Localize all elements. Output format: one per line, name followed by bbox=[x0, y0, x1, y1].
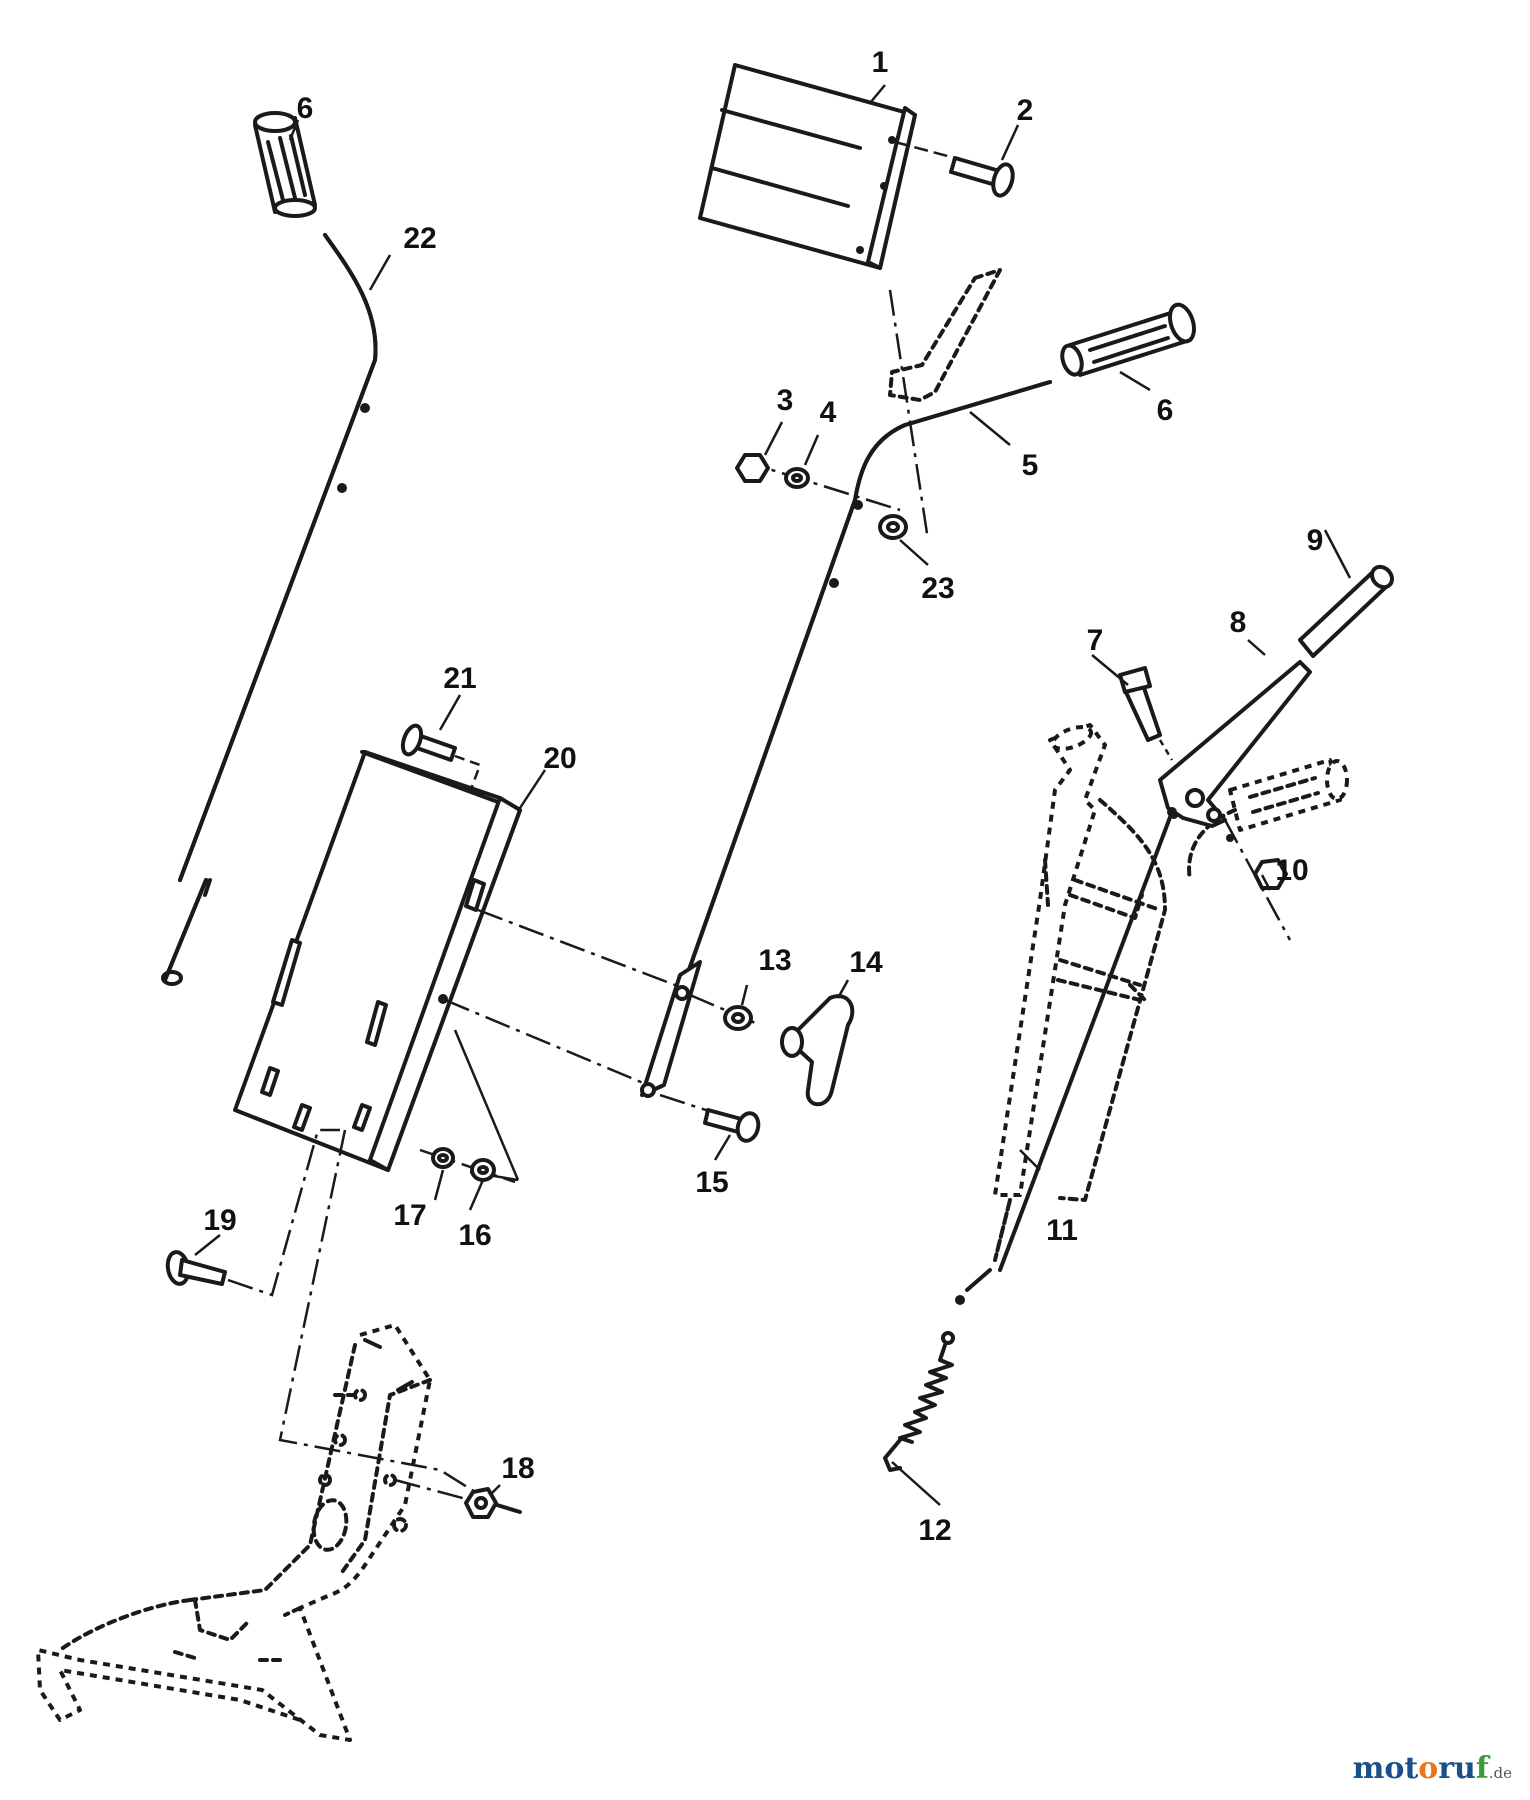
fasteners-3-4-23 bbox=[735, 289, 930, 541]
part-22-left-handle-tube bbox=[161, 233, 378, 986]
label-part-7: 7 bbox=[1087, 624, 1104, 657]
label-part-23: 23 bbox=[921, 572, 954, 605]
label-part-8: 8 bbox=[1230, 606, 1247, 639]
part-6-right-handle-grip bbox=[1060, 302, 1196, 377]
label-part-3: 3 bbox=[777, 384, 794, 417]
label-part-2: 2 bbox=[1017, 94, 1034, 127]
watermark-f: f bbox=[1475, 1751, 1489, 1786]
label-part-19: 19 bbox=[203, 1204, 236, 1237]
label-part-18: 18 bbox=[501, 1452, 534, 1485]
ghost-lever-outline bbox=[888, 268, 1002, 402]
part-13-washer bbox=[723, 1005, 753, 1031]
label-part-14: 14 bbox=[849, 946, 883, 979]
part-19-carriage-bolt bbox=[165, 1128, 340, 1297]
label-part-10: 10 bbox=[1275, 854, 1308, 887]
label-part-21: 21 bbox=[443, 662, 476, 695]
label-part-16: 16 bbox=[458, 1219, 491, 1252]
label-part-17: 17 bbox=[393, 1199, 426, 1232]
label-part-20: 20 bbox=[543, 742, 576, 775]
label-part-5: 5 bbox=[1022, 449, 1039, 482]
control-lever-assembly bbox=[883, 564, 1394, 1472]
label-part-4: 4 bbox=[820, 396, 837, 429]
label-part-1: 1 bbox=[872, 46, 889, 79]
callout-labels: 1 2 3 4 5 6 6 7 8 9 10 11 12 13 14 15 16… bbox=[203, 46, 1323, 1547]
label-part-22: 22 bbox=[403, 222, 436, 255]
label-part-13: 13 bbox=[758, 944, 791, 977]
part-14-wing-knob bbox=[780, 994, 855, 1107]
site-watermark: motoruf.de bbox=[1353, 1751, 1512, 1786]
label-part-11: 11 bbox=[1046, 1214, 1078, 1247]
part-6-left-handle-grip bbox=[253, 111, 317, 218]
part-18-base-frame-and-nut bbox=[36, 1129, 522, 1742]
label-part-9: 9 bbox=[1307, 524, 1324, 557]
part-21-bolt bbox=[400, 723, 482, 793]
watermark-o: o bbox=[1418, 1751, 1439, 1786]
part-1-cover-plate bbox=[698, 63, 917, 270]
label-part-12: 12 bbox=[918, 1514, 951, 1547]
label-part-15: 15 bbox=[695, 1166, 728, 1199]
parts-16-17-washer-nut bbox=[419, 1147, 516, 1184]
label-part-6-right: 6 bbox=[1157, 394, 1174, 427]
watermark-suffix: .de bbox=[1488, 1764, 1512, 1782]
label-part-6-left: 6 bbox=[297, 92, 314, 125]
callout-leaders bbox=[194, 84, 1352, 1506]
part-2-carriage-bolt bbox=[894, 140, 1015, 198]
watermark-prefix: mot bbox=[1352, 1751, 1419, 1786]
part-5-right-handle-tube bbox=[640, 380, 1052, 1098]
watermark-mid: ru bbox=[1438, 1751, 1476, 1786]
part-20-mounting-bracket bbox=[233, 750, 522, 1172]
alignment-lines-bracket-tube bbox=[444, 908, 761, 1182]
part-15-bolt bbox=[703, 1108, 761, 1143]
